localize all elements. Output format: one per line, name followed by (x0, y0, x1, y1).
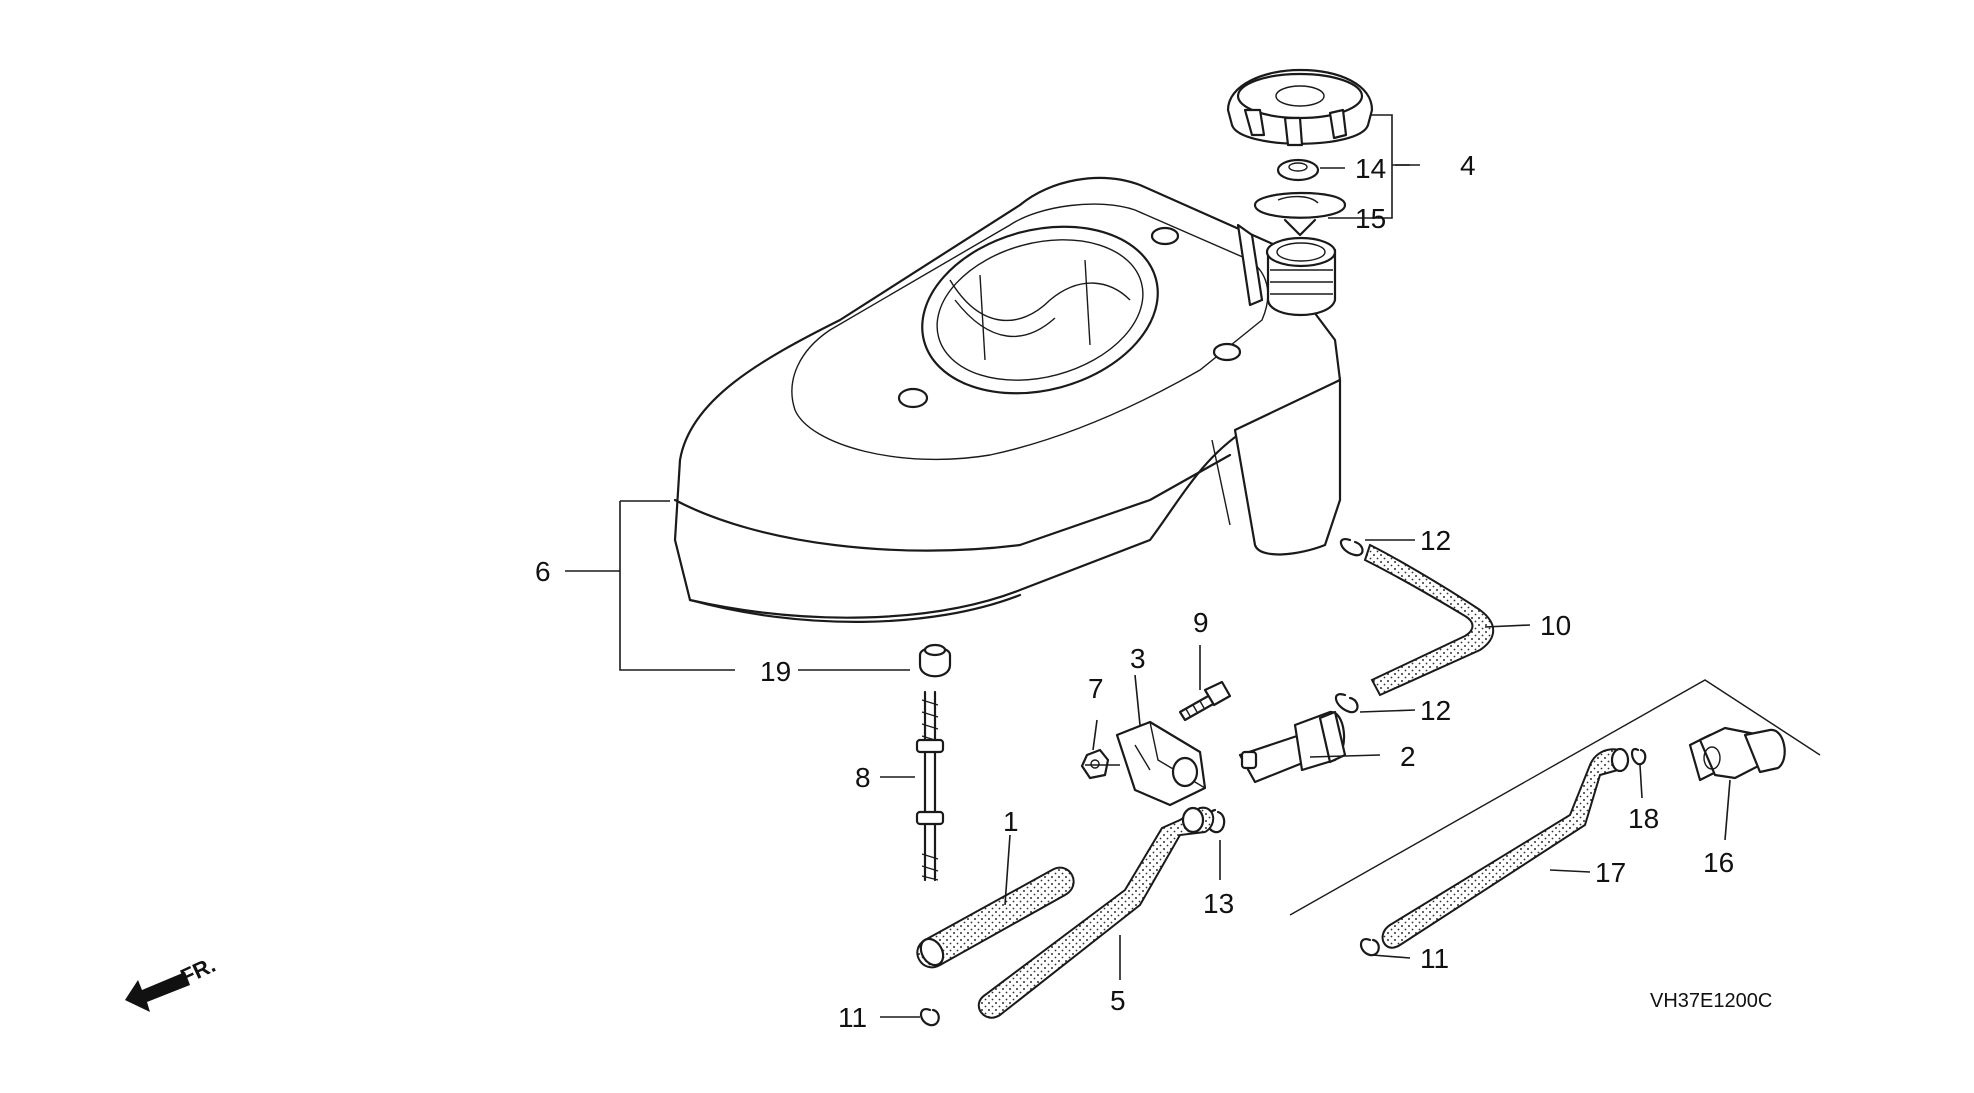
label-14: 14 (1355, 153, 1386, 184)
stud-bolt (915, 690, 945, 882)
tube-1 (916, 866, 1075, 969)
label-9: 9 (1193, 607, 1209, 638)
fuel-cock-bracket (1115, 720, 1207, 807)
alternate-parts-panel (1289, 679, 1821, 916)
label-15: 15 (1355, 203, 1386, 234)
clip-11-left (919, 1008, 940, 1027)
part-labels: 6 19 8 1 7 3 9 2 13 5 11 12 12 10 4 14 1… (535, 150, 1734, 1033)
nut (1080, 748, 1110, 780)
label-1: 1 (1003, 806, 1019, 837)
fuel-tube-upper (1363, 543, 1495, 697)
label-4: 4 (1460, 150, 1476, 181)
clip-11-right (1359, 938, 1380, 957)
clip-12-lower (1334, 693, 1359, 714)
fuel-filter (1253, 191, 1347, 237)
drawing-code: VH37E1200C (1650, 990, 1772, 1012)
label-17: 17 (1595, 857, 1626, 888)
label-2: 2 (1400, 741, 1416, 772)
label-12-upper: 12 (1420, 525, 1451, 556)
grommet (918, 643, 952, 678)
fuel-tube-5 (977, 806, 1215, 1019)
label-19: 19 (760, 656, 791, 687)
label-16: 16 (1703, 847, 1734, 878)
fuel-cock-16 (1688, 726, 1786, 782)
label-13: 13 (1203, 888, 1234, 919)
clip-18 (1630, 747, 1647, 766)
cap-seal (1276, 158, 1320, 182)
label-6: 6 (535, 556, 551, 587)
label-3: 3 (1130, 643, 1146, 674)
fuel-cap (1226, 68, 1374, 147)
clip-12-upper (1339, 538, 1364, 557)
label-12-lower: 12 (1420, 695, 1451, 726)
label-11-left: 11 (838, 1002, 867, 1033)
front-arrow-icon: FR. (125, 952, 219, 1012)
leader-lines (565, 114, 1731, 1018)
fuel-cock (1238, 710, 1347, 784)
label-8: 8 (855, 762, 871, 793)
label-7: 7 (1088, 673, 1104, 704)
label-5: 5 (1110, 985, 1126, 1016)
label-11-right: 11 (1420, 943, 1449, 974)
label-10: 10 (1540, 610, 1571, 641)
bolt (1178, 680, 1232, 722)
fuel-tube-17 (1381, 747, 1630, 949)
label-18: 18 (1628, 803, 1659, 834)
fuel-tank (673, 176, 1342, 624)
